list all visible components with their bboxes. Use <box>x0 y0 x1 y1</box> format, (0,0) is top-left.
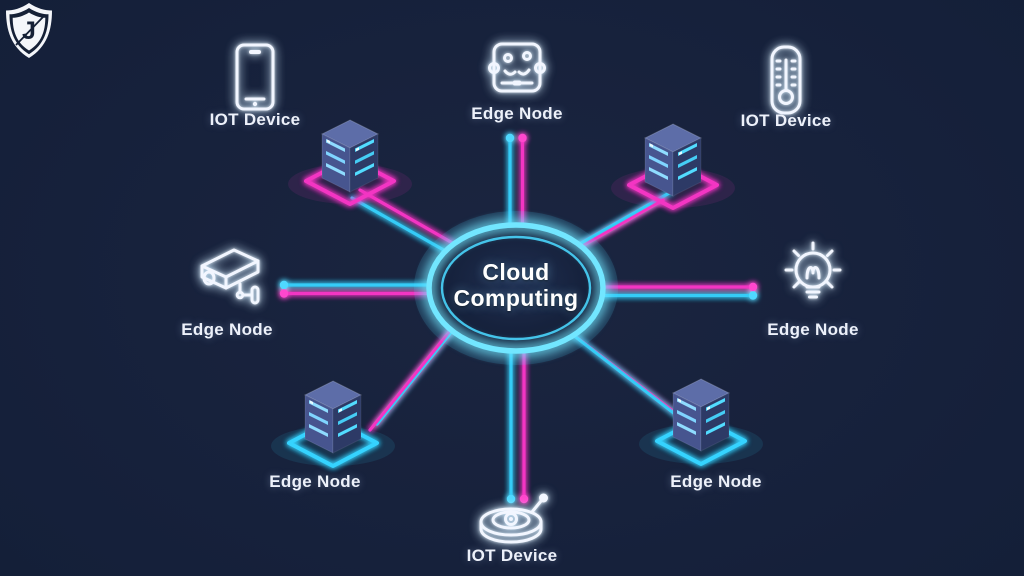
spoke-lower-left <box>368 318 463 432</box>
label-edge-node-bottom-left: Edge Node <box>269 472 361 491</box>
thermometer-icon <box>770 45 802 115</box>
iot-gateway-icon <box>488 42 546 93</box>
label-edge-node-right: Edge Node <box>767 320 859 339</box>
spoke-right <box>582 282 758 300</box>
label-edge-node-left: Edge Node <box>181 320 273 339</box>
server-tower-upper-left <box>321 119 379 193</box>
hub-title: Cloud Computing <box>454 259 579 311</box>
server-tower-upper-right <box>644 123 702 197</box>
label-iot-device-top-right: IOT Device <box>740 111 832 130</box>
robot-vacuum-icon <box>479 493 548 544</box>
server-tower-lower-left <box>304 380 362 454</box>
label-iot-device-top-left: IOT Device <box>209 110 301 129</box>
cctv-camera-icon <box>200 248 260 305</box>
spoke-upper-left <box>350 188 465 259</box>
lightbulb-icon <box>784 241 842 299</box>
label-edge-node-bottom-right: Edge Node <box>670 472 762 491</box>
spoke-left <box>279 280 452 298</box>
logo-letter: J <box>22 17 36 45</box>
spokes <box>279 133 758 504</box>
hub-title-line2: Computing <box>453 285 579 311</box>
label-edge-node-top: Edge Node <box>471 104 563 123</box>
shield-logo-icon: J <box>6 3 52 58</box>
hub-title-line1: Cloud <box>482 259 550 285</box>
spoke-lower-right <box>557 322 686 423</box>
hub-ellipse <box>414 211 618 365</box>
spoke-bottom <box>506 338 529 504</box>
server-tower-lower-right <box>672 378 730 452</box>
smartphone-icon <box>235 43 275 111</box>
label-iot-device-bottom: IOT Device <box>466 546 558 565</box>
